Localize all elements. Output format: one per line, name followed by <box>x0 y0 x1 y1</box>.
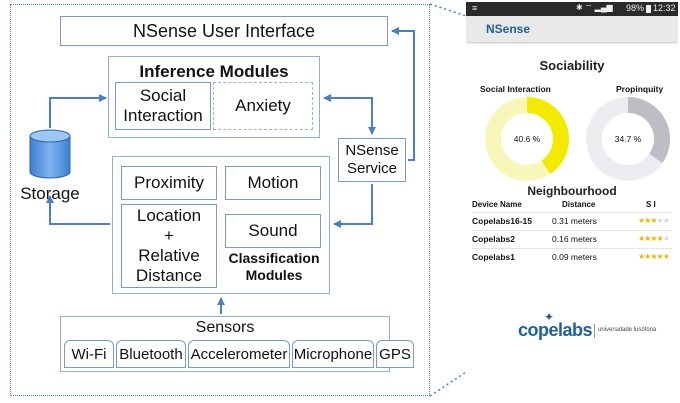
classification-line-2: Modules <box>245 267 303 283</box>
row-distance: 0.09 meters <box>552 252 597 262</box>
ui-box: NSense User Interface <box>60 16 388 46</box>
ui-label: NSense User Interface <box>132 20 316 41</box>
phone-screen: ≡ ✱ ⌔ ▂▄▆ 98% 12:32 NSense Sociability S… <box>466 2 678 382</box>
inference-title: Inference Modules <box>139 62 289 81</box>
menu-icon[interactable]: ≡ <box>472 3 478 13</box>
service-line-1: NSense <box>345 142 399 159</box>
battery-icon <box>646 5 651 13</box>
sensor-microphone: Microphone <box>292 340 374 368</box>
diagram-frame <box>10 4 430 396</box>
copelabs-logo: ✦ copelabs <box>518 310 593 341</box>
sensors-title: Sensors <box>195 319 255 336</box>
storage-label: Storage <box>20 184 80 203</box>
signal-icons: ✱ ⌔ ▂▄▆ <box>576 3 613 12</box>
classification-title: Classification Modules <box>222 250 326 284</box>
logo-mark-icon: ✦ <box>544 310 555 324</box>
app-bar: NSense <box>466 16 678 42</box>
proximity-label: Proximity <box>134 173 204 192</box>
sound-box: Sound <box>225 214 321 248</box>
propinquity-label: Propinquity <box>616 84 664 94</box>
sensor-bluetooth-label: Bluetooth <box>119 345 183 363</box>
service-box: NSense Service <box>338 138 406 182</box>
row-device: Copelabs16-15 <box>472 216 532 226</box>
service-line-2: Service <box>346 160 398 177</box>
connector-top <box>429 3 467 17</box>
table-row[interactable]: Copelabs1 0.09 meters ★★★★★ <box>472 248 672 265</box>
sound-label: Sound <box>248 221 298 240</box>
star-rating: ★★★★★ <box>638 234 670 243</box>
col-si: S I <box>646 200 656 209</box>
proximity-box: Proximity <box>121 166 217 200</box>
table-row[interactable]: Copelabs2 0.16 meters ★★★★★ <box>472 230 672 247</box>
location-box: Location + Relative Distance <box>121 204 217 288</box>
location-line-3: Relative <box>138 246 200 265</box>
sensor-wifi: Wi-Fi <box>64 340 114 368</box>
anxiety-box: Anxiety <box>213 82 313 130</box>
motion-box: Motion <box>225 166 321 200</box>
social-line-2: Interaction <box>123 106 203 125</box>
sensor-wifi-label: Wi-Fi <box>71 345 107 363</box>
battery-text: 98% <box>626 3 645 13</box>
clock-text: 12:32 <box>653 3 676 13</box>
status-bar: ≡ ✱ ⌔ ▂▄▆ 98% 12:32 <box>466 2 678 16</box>
propinquity-donut-arc <box>627 97 670 164</box>
neighbourhood-title: Neighbourhood <box>527 184 617 198</box>
social-value-text: 40.6 % <box>513 134 541 144</box>
location-line-1: Location <box>136 206 202 225</box>
social-donut-arc <box>526 97 569 174</box>
star-rating: ★★★★★ <box>638 252 670 261</box>
sensor-microphone-label: Microphone <box>293 345 373 363</box>
propinquity-value-text: 34.7 % <box>614 134 642 144</box>
table-row[interactable]: Copelabs16-15 0.31 meters ★★★★★ <box>472 212 672 229</box>
row-distance: 0.31 meters <box>552 216 597 226</box>
univ-divider <box>594 324 595 338</box>
anxiety-label: Anxiety <box>235 96 291 115</box>
sociability-title: Sociability <box>539 58 605 73</box>
sensor-bluetooth: Bluetooth <box>116 340 186 368</box>
location-line-4: Distance <box>135 266 203 285</box>
row-distance: 0.16 meters <box>552 234 597 244</box>
connector-bottom <box>429 371 467 397</box>
col-device: Device Name <box>472 200 522 209</box>
social-interaction-box: Social Interaction <box>115 82 211 130</box>
classification-line-1: Classification <box>228 250 320 266</box>
social-interaction-label: Social Interaction <box>480 84 551 94</box>
app-name: NSense <box>486 22 531 36</box>
social-line-1: Social <box>139 86 187 105</box>
col-distance: Distance <box>562 200 596 209</box>
univ-text: universidade lusófona <box>598 327 657 333</box>
row-device: Copelabs1 <box>472 252 515 262</box>
social-donut <box>485 97 670 181</box>
location-line-2: + <box>164 226 174 245</box>
star-rating: ★★★★★ <box>638 216 670 225</box>
sensor-gps-label: GPS <box>379 345 411 363</box>
sensor-gps: GPS <box>376 340 414 368</box>
sensor-accelerometer-label: Accelerometer <box>190 345 288 363</box>
motion-label: Motion <box>247 173 299 192</box>
sensor-accelerometer: Accelerometer <box>188 340 290 368</box>
row-device: Copelabs2 <box>472 234 515 244</box>
logo-text: copelabs <box>518 320 593 340</box>
